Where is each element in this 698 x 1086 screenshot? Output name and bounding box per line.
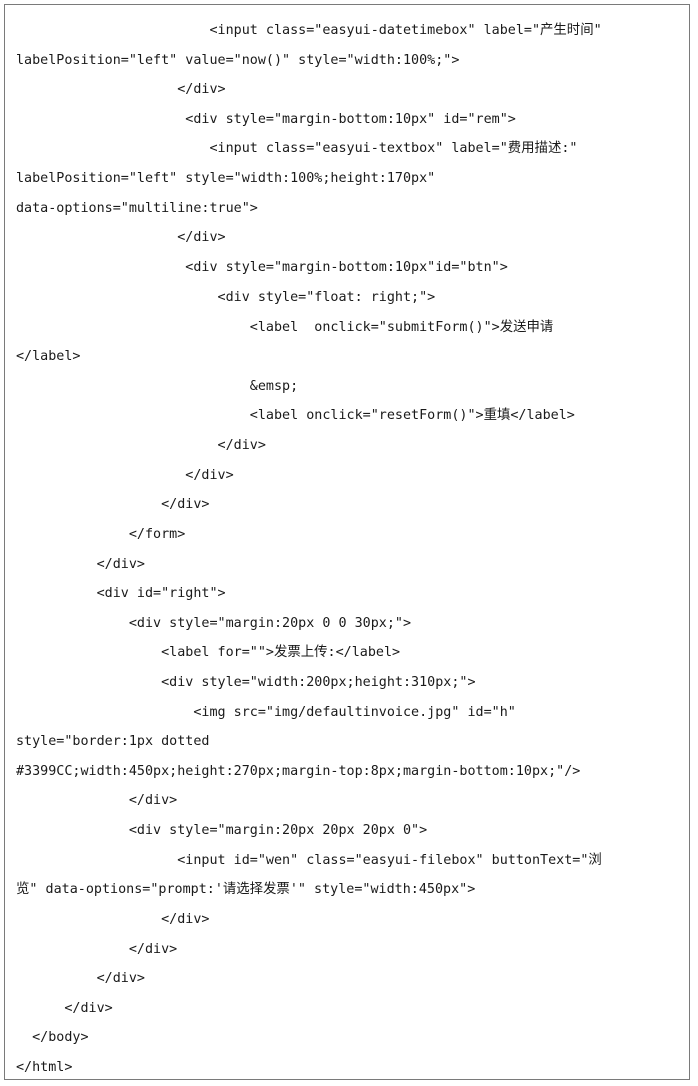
code-line: </div> <box>16 1001 113 1016</box>
code-line: <input class="easyui-datetimebox" label=… <box>16 23 602 38</box>
code-line: </div> <box>16 793 178 808</box>
code-line: <input id="wen" class="easyui-filebox" b… <box>16 853 602 868</box>
code-line: 览" data-options="prompt:'请选择发票'" style="… <box>16 882 476 897</box>
code-line: </div> <box>16 82 226 97</box>
code-line: data-options="multiline:true"> <box>16 201 258 216</box>
code-line: </div> <box>16 497 210 512</box>
code-line: </div> <box>16 468 234 483</box>
code-line: </div> <box>16 438 266 453</box>
code-line: </form> <box>16 527 186 542</box>
code-line: <div style="margin-bottom:10px" id="rem"… <box>16 112 516 127</box>
code-line: <label for="">发票上传:</label> <box>16 645 401 660</box>
code-block: <input class="easyui-datetimebox" label=… <box>4 4 690 1080</box>
code-line: </div> <box>16 942 178 957</box>
code-line: </html> <box>16 1060 73 1075</box>
code-line: </div> <box>16 230 226 245</box>
code-line: </div> <box>16 971 145 986</box>
code-line: <div style="margin:20px 20px 20px 0"> <box>16 823 428 838</box>
code-line: <div style="float: right;"> <box>16 290 436 305</box>
code-line: <div style="margin:20px 0 0 30px;"> <box>16 616 412 631</box>
code-line: <label onclick="submitForm()">发送申请 <box>16 320 554 335</box>
code-line: </div> <box>16 557 145 572</box>
code-line: </label> <box>16 349 81 364</box>
code-line: </body> <box>16 1030 89 1045</box>
code-line: <div id="right"> <box>16 586 226 601</box>
code-line: labelPosition="left" style="width:100%;h… <box>16 171 436 186</box>
code-line: #3399CC;width:450px;height:270px;margin-… <box>16 764 581 779</box>
code-line: style="border:1px dotted <box>16 734 210 749</box>
code-line: </div> <box>16 912 210 927</box>
code-line: &emsp; <box>16 379 299 394</box>
code-line: <div style="width:200px;height:310px;"> <box>16 675 476 690</box>
code-line: <img src="img/defaultinvoice.jpg" id="h" <box>16 705 516 720</box>
code-line: <input class="easyui-textbox" label="费用描… <box>16 141 578 156</box>
code-line: <label onclick="resetForm()">重填</label> <box>16 408 575 423</box>
code-line: labelPosition="left" value="now()" style… <box>16 53 460 68</box>
code-line: <div style="margin-bottom:10px"id="btn"> <box>16 260 508 275</box>
